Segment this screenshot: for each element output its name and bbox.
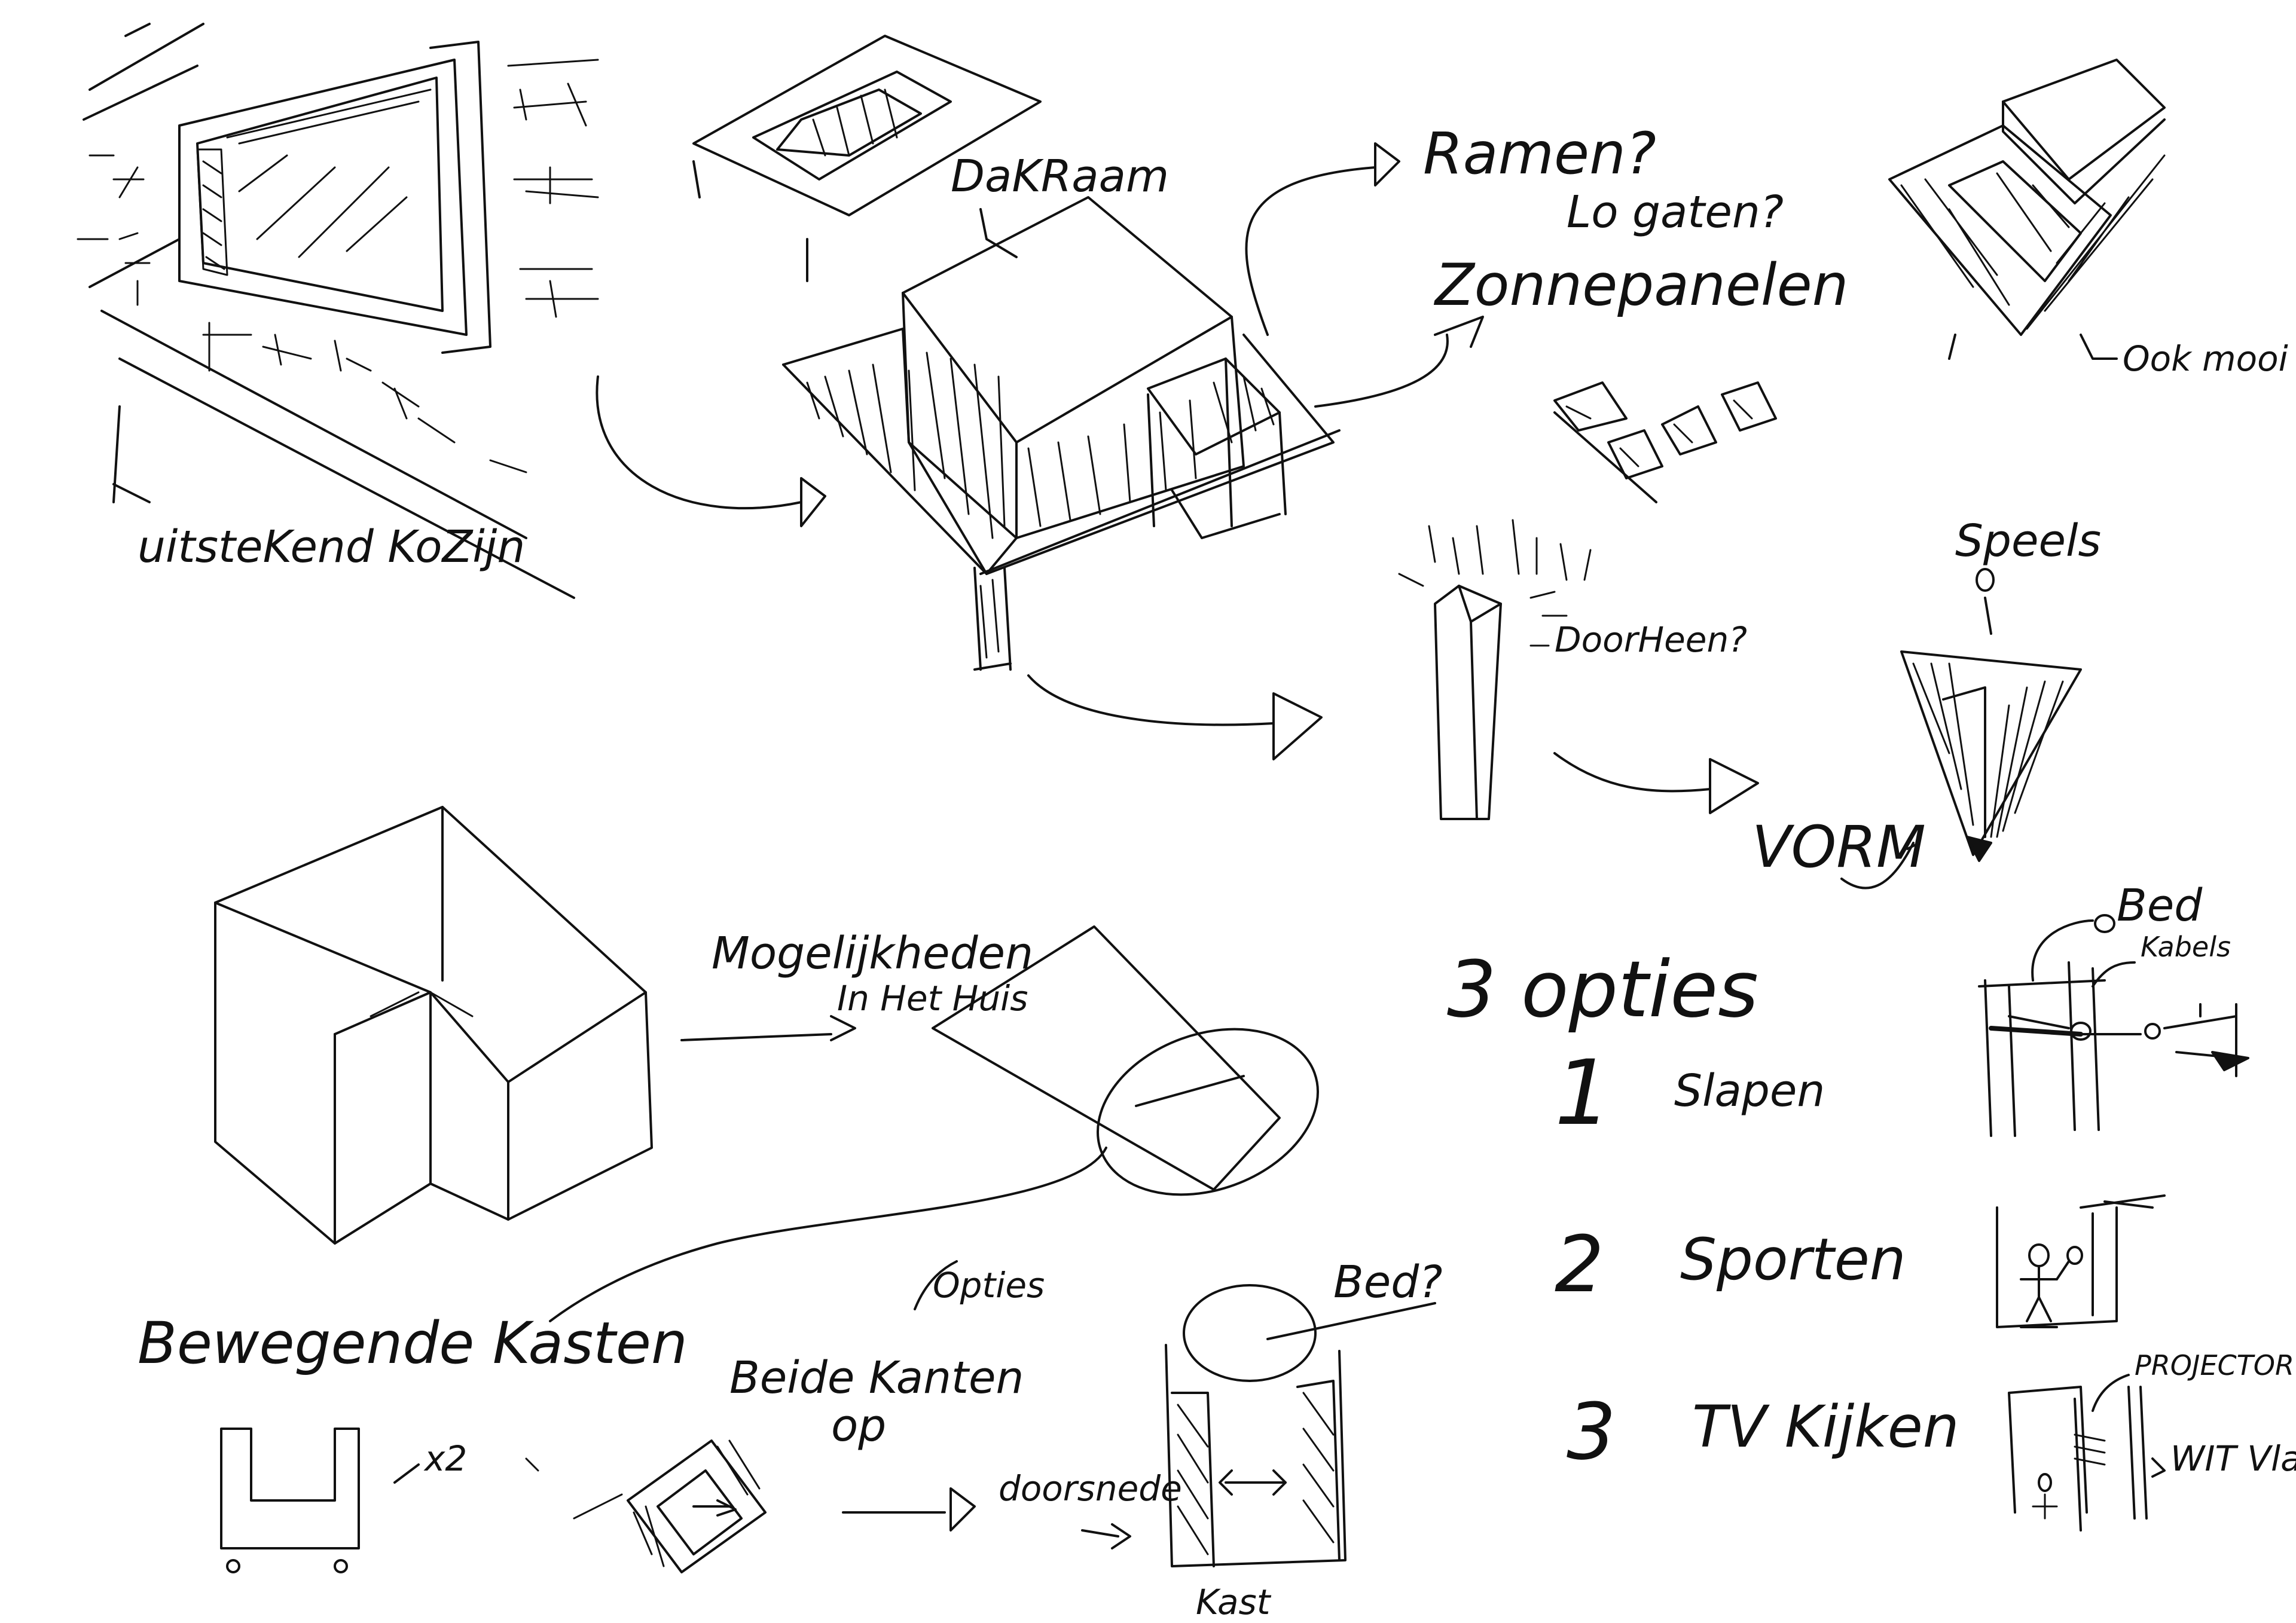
ook-mooi-label: Ook mooi xyxy=(2123,338,2288,379)
drie-opties-list: 3 opties 1 Slapen 2 Sporten 3 TV Kijken xyxy=(1447,944,1959,1477)
optie-3-number: 3 xyxy=(1567,1386,1616,1477)
bed-question-label: Bed? xyxy=(1333,1257,1443,1308)
arrow-to-doorsnede: doorsnede xyxy=(842,1468,1182,1549)
uitstekend-kozijn-label: uitsteKend KoZijn xyxy=(138,521,525,573)
optie-3-label: TV Kijken xyxy=(1692,1393,1959,1460)
dakraam-label: DaKRaam xyxy=(951,151,1169,202)
arrow-house-to-zonnepanelen xyxy=(1314,316,1484,408)
ramen-label: Ramen? xyxy=(1423,120,1656,187)
bed-label: Bed xyxy=(2117,880,2203,931)
doorheen-label: DoorHeen? xyxy=(1555,619,1747,660)
in-het-huis-label: In Het Huis xyxy=(837,978,1028,1019)
option-3-projector-sketch: PROJECTOR WIT Vlak xyxy=(2008,1349,2296,1532)
beide-label: Beide Kanten xyxy=(729,1352,1024,1404)
bewegende-kasten-label: Bewegende Kasten xyxy=(138,1310,688,1377)
solar-panels-sketch xyxy=(1553,381,1777,503)
moving-cabinet-panel-sketch xyxy=(932,925,1319,1196)
mogelijkheden-box-sketch xyxy=(214,806,653,1245)
arrow-house-to-ramen xyxy=(1245,142,1400,336)
kabels-label: Kabels xyxy=(2141,931,2231,963)
mogelijkheden-note: Mogelijkheden In Het Huis xyxy=(680,928,1033,1041)
optie-2-number: 2 xyxy=(1555,1219,1604,1310)
doorheen-column-sketch: DoorHeen? xyxy=(1398,519,1747,820)
option-1-bed-sketch: Bed Kabels xyxy=(1978,880,2249,1137)
opties-label: Opties xyxy=(933,1265,1045,1306)
ramen-note: Ramen? Lo gaten? Zonnepanelen xyxy=(1423,120,1849,319)
zonnepanelen-label: Zonnepanelen xyxy=(1433,252,1849,319)
optie-2-label: Sporten xyxy=(1680,1226,1906,1293)
lo-gaten-label: Lo gaten? xyxy=(1567,187,1784,238)
house-sketch xyxy=(782,196,1341,671)
opties-beide-kanten-note: Opties Beide Kanten op xyxy=(729,1260,1045,1451)
projector-label: PROJECTOR xyxy=(2135,1349,2294,1381)
doorsnede-section-sketch: Bed? Kast xyxy=(1165,1257,1443,1622)
speels-vorm-sketch: Speels VORM xyxy=(1752,515,2101,890)
connector-to-bewegende-kasten xyxy=(549,1147,1107,1322)
u-cabinet-wheels-sketch: x2 xyxy=(220,1428,467,1573)
speels-label: Speels xyxy=(1955,515,2101,567)
x2-label: x2 xyxy=(423,1438,467,1479)
optie-1-number: 1 xyxy=(1555,1041,1611,1145)
optie-1-label: Slapen xyxy=(1674,1065,1825,1117)
protruding-window-frame-sketch: uitsteKend KoZijn xyxy=(77,23,599,599)
ook-mooi-cube-sketch: Ook mooi xyxy=(1888,59,2288,379)
op-label: op xyxy=(831,1400,886,1451)
wit-vlak-label: WIT Vlak xyxy=(2170,1438,2296,1479)
arrow-house-to-column xyxy=(1027,674,1323,760)
vorm-label: VORM xyxy=(1752,814,1926,881)
doorsnede-label: doorsnede xyxy=(999,1468,1182,1509)
arrow-kozijn-to-house xyxy=(596,375,826,527)
mogelijkheden-label: Mogelijkheden xyxy=(712,928,1033,979)
small-iso-cabinet-sketch xyxy=(525,1439,767,1573)
kast-label: Kast xyxy=(1196,1582,1272,1622)
drie-opties-label: 3 opties xyxy=(1447,944,1758,1035)
dakraam-skylight-sketch: DaKRaam xyxy=(692,35,1169,282)
option-2-sporten-sketch xyxy=(1996,1194,2166,1328)
arrow-column-to-vorm xyxy=(1553,752,1759,814)
